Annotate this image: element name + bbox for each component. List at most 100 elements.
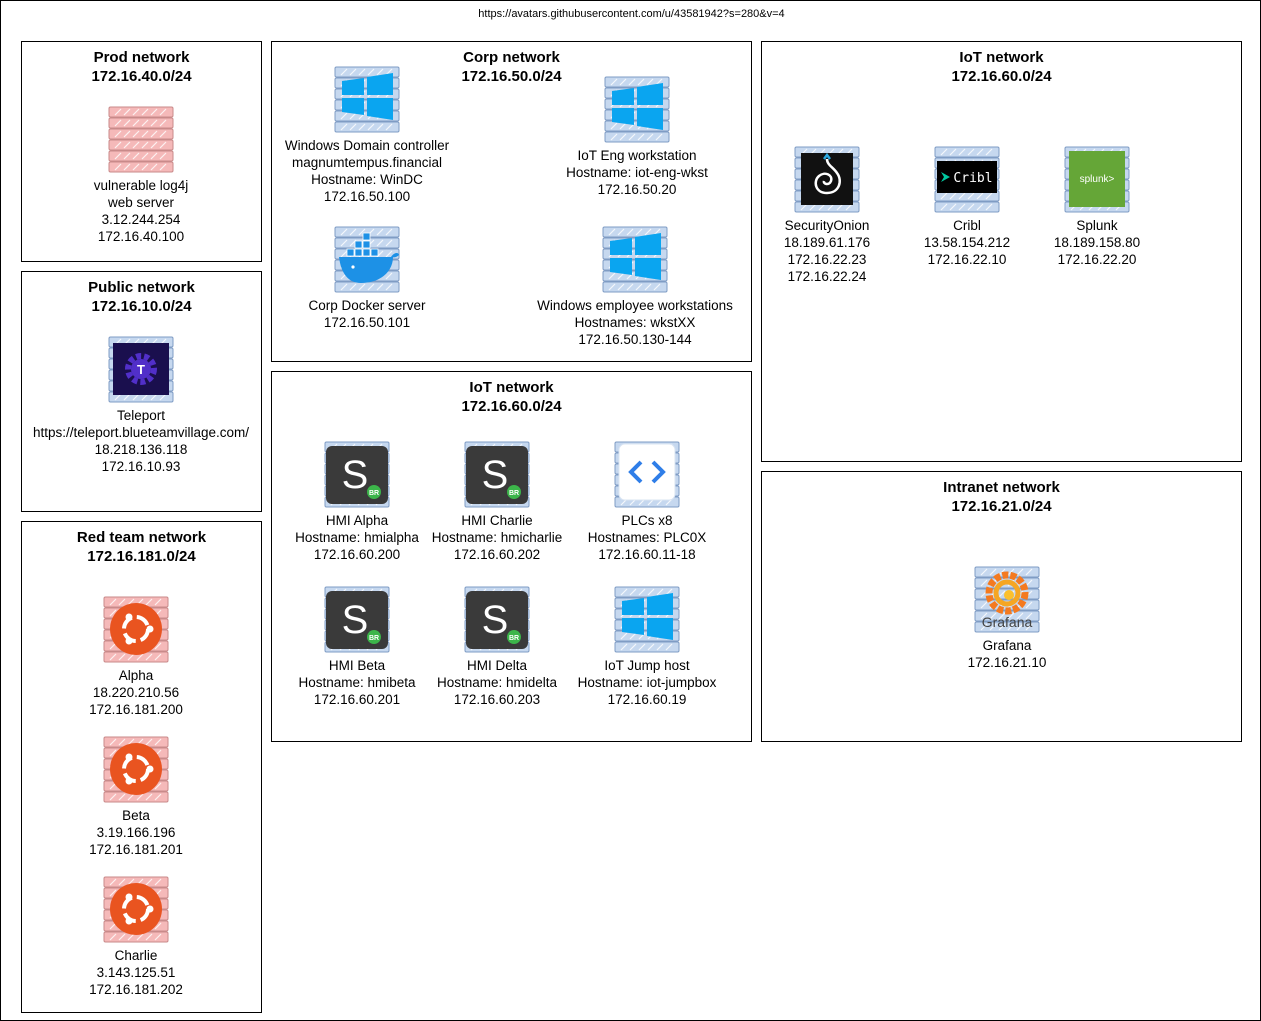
host-label-line: Charlie	[114, 948, 158, 963]
windows-icon	[614, 586, 680, 653]
plc-icon	[614, 441, 680, 508]
host-label-line: Corp Docker server	[308, 298, 426, 313]
host-label-line: 172.16.22.20	[1057, 252, 1137, 267]
host-label-line: Beta	[122, 808, 150, 823]
network-cidr: 172.16.50.0/24	[461, 68, 562, 85]
host-label-line: Hostnames: PLC0X	[587, 530, 707, 545]
host-label-line: Teleport	[116, 408, 166, 423]
host-node[interactable]: PLCs x8 Hostnames: PLC0X 172.16.60.11-18	[537, 436, 757, 563]
host-label-line: 172.16.181.202	[89, 982, 183, 997]
network-name: Public network	[88, 279, 195, 296]
host-node[interactable]: Charlie 3.143.125.51 172.16.181.202	[26, 871, 246, 998]
docker-icon	[334, 226, 400, 293]
host-label-line: 18.220.210.56	[92, 685, 180, 700]
host-label-line: HMI Delta	[466, 658, 527, 673]
host-label-line: Windows employee workstations	[537, 298, 733, 313]
host-label-line: 172.16.60.201	[313, 692, 401, 707]
svg-text:BR: BR	[509, 490, 519, 497]
host-label-line: 18.189.158.80	[1053, 235, 1141, 250]
cribl-icon: Cribl	[934, 146, 1000, 213]
host-label-line: 18.189.61.176	[783, 235, 871, 250]
host-label-line: Hostname: hmibeta	[298, 675, 416, 690]
network-title: IoT network 172.16.60.0/24	[272, 378, 751, 416]
host-label-line: 172.16.40.100	[97, 229, 185, 244]
host-node[interactable]: Alpha 18.220.210.56 172.16.181.200	[26, 591, 246, 718]
host-label-line: PLCs x8	[621, 513, 673, 528]
network-title: Intranet network 172.16.21.0/24	[762, 478, 1241, 516]
ubuntu-icon	[103, 596, 169, 663]
host-label-line: 13.58.154.212	[923, 235, 1011, 250]
windows-icon	[602, 226, 668, 293]
svg-text:S: S	[342, 598, 369, 642]
hmi-icon: S BR	[324, 586, 390, 653]
host-label-line: Alpha	[118, 668, 154, 683]
network-name: IoT network	[959, 49, 1044, 66]
host-label-line: 172.16.50.130-144	[578, 332, 692, 347]
host-label-line: Hostname: hmidelta	[436, 675, 558, 690]
network-box-iot-sec: IoT network 172.16.60.0/24	[761, 41, 1242, 462]
host-label-line: 172.16.181.200	[89, 702, 183, 717]
host-label-line: Hostname: iot-eng-wkst	[566, 165, 708, 180]
network-name: IoT network	[469, 379, 554, 396]
host-label-line: 172.16.60.202	[453, 547, 541, 562]
host-label-line: Grafana	[982, 638, 1032, 653]
host-node[interactable]: Corp Docker server 172.16.50.101	[257, 221, 477, 331]
network-cidr: 172.16.40.0/24	[91, 68, 192, 85]
network-cidr: 172.16.60.0/24	[461, 398, 562, 415]
host-label-line: vulnerable log4j	[93, 178, 189, 193]
network-title: IoT network 172.16.60.0/24	[762, 48, 1241, 86]
host-label-line: Hostname: WinDC	[311, 172, 423, 187]
network-box-iot: IoT network 172.16.60.0/24	[271, 371, 752, 742]
grafana-icon: Grafana	[974, 566, 1040, 633]
hmi-icon: S BR	[324, 441, 390, 508]
host-label-line: 172.16.50.100	[323, 189, 411, 204]
host-label-line: Hostname: hmialpha	[295, 530, 419, 545]
red-server-icon	[108, 106, 174, 173]
svg-text:S: S	[482, 453, 509, 497]
host-label-line: 172.16.21.10	[967, 655, 1047, 670]
svg-text:T: T	[137, 362, 145, 377]
host-label-line: HMI Beta	[328, 658, 386, 673]
ubuntu-icon	[103, 736, 169, 803]
host-label-line: Hostname: hmicharlie	[431, 530, 563, 545]
splunk-icon: splunk>	[1064, 146, 1130, 213]
host-node[interactable]: Windows Domain controller magnumtempus.fi…	[257, 61, 477, 205]
host-label-line: 172.16.60.11-18	[598, 547, 696, 562]
svg-text:splunk>: splunk>	[1080, 174, 1115, 185]
network-cidr: 172.16.21.0/24	[951, 498, 1052, 515]
network-name: Intranet network	[943, 479, 1060, 496]
host-label-line: magnumtempus.financial	[291, 155, 443, 170]
network-name: Red team network	[76, 529, 207, 546]
svg-text:S: S	[342, 453, 369, 497]
source-url: https://avatars.githubusercontent.com/u/…	[478, 8, 785, 20]
svg-text:BR: BR	[369, 490, 379, 497]
host-label-line: 172.16.10.93	[101, 459, 181, 474]
host-label-line: 172.16.50.101	[323, 315, 411, 330]
svg-text:Cribl: Cribl	[953, 171, 992, 186]
network-cidr: 172.16.60.0/24	[951, 68, 1052, 85]
svg-text:Grafana: Grafana	[982, 614, 1033, 630]
svg-text:S: S	[482, 598, 509, 642]
host-label-line: 172.16.22.23	[787, 252, 867, 267]
teleport-icon: T	[108, 336, 174, 403]
host-label-line: 3.143.125.51	[96, 965, 176, 980]
host-label-line: Windows Domain controller	[284, 138, 450, 153]
